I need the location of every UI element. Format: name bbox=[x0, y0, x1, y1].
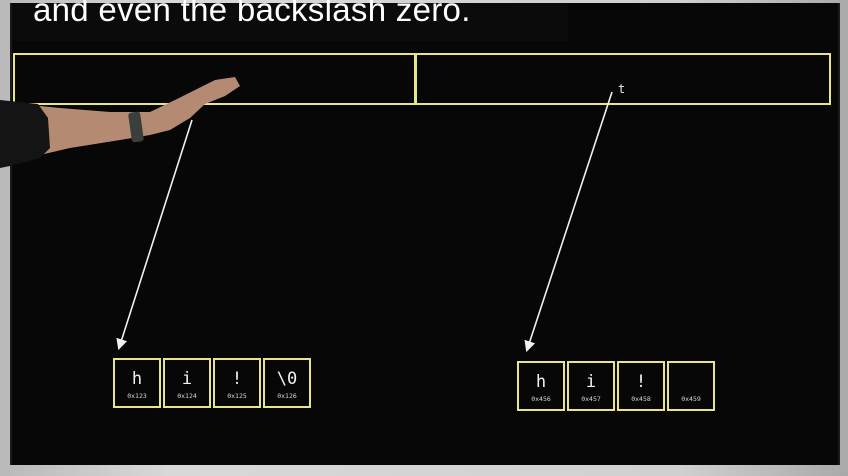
array-cell: h 0x456 bbox=[517, 361, 565, 411]
cell-char: h bbox=[131, 369, 143, 389]
array-cell: i 0x124 bbox=[163, 358, 211, 408]
char-array-t: h 0x456 i 0x457! 0x458 0x459 bbox=[517, 361, 717, 411]
cell-address: 0x125 bbox=[227, 392, 247, 400]
memory-row-divider bbox=[414, 53, 417, 105]
cell-char: \0 bbox=[276, 369, 298, 389]
array-cell: ! 0x458 bbox=[617, 361, 665, 411]
caption-background bbox=[12, 3, 568, 41]
char-array-s: h 0x123 i 0x124! 0x125 \0 0x126 bbox=[113, 358, 313, 408]
pointer-label-t: t bbox=[618, 82, 626, 96]
cell-address: 0x458 bbox=[631, 395, 651, 403]
cell-address: 0x124 bbox=[177, 392, 197, 400]
cell-char: ! bbox=[635, 372, 647, 392]
memory-row bbox=[13, 53, 831, 105]
subtitle-caption: and even the backslash zero. bbox=[33, 0, 471, 28]
pointer-arrow-t bbox=[524, 91, 613, 353]
cell-char: i bbox=[585, 372, 597, 392]
cell-address: 0x456 bbox=[531, 395, 551, 403]
cell-char: h bbox=[535, 372, 547, 392]
array-cell: i 0x457 bbox=[567, 361, 615, 411]
array-cell: \0 0x126 bbox=[263, 358, 311, 408]
cell-char: i bbox=[181, 369, 193, 389]
cell-char: ! bbox=[231, 369, 243, 389]
cell-address: 0x123 bbox=[127, 392, 147, 400]
cell-address: 0x459 bbox=[681, 395, 701, 403]
array-cell: h 0x123 bbox=[113, 358, 161, 408]
array-cell: 0x459 bbox=[667, 361, 715, 411]
cell-address: 0x457 bbox=[581, 395, 601, 403]
array-cell: ! 0x125 bbox=[213, 358, 261, 408]
cell-address: 0x126 bbox=[277, 392, 297, 400]
pointer-arrow-s bbox=[116, 119, 193, 351]
